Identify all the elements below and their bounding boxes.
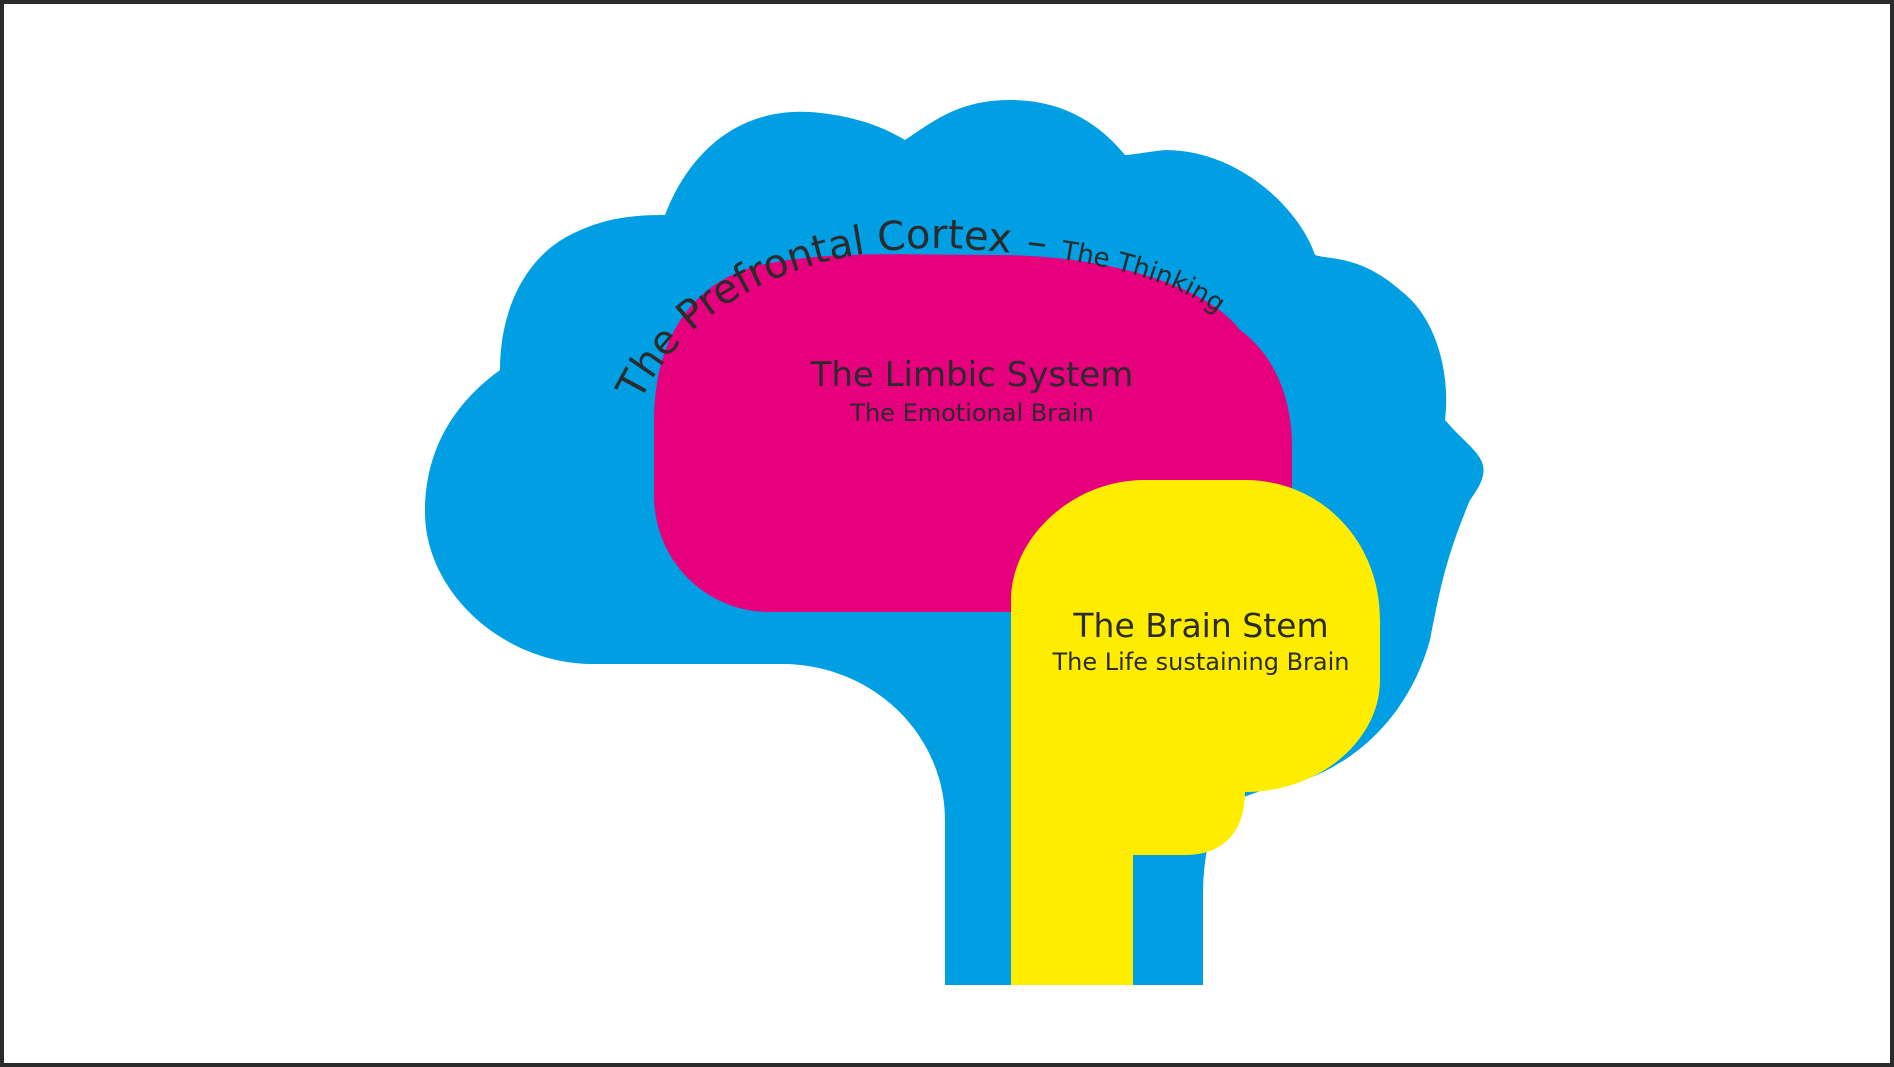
- brainstem-title: The Brain Stem: [1072, 606, 1328, 645]
- limbic-subtitle: The Emotional Brain: [849, 399, 1093, 427]
- brainstem-region: [1011, 480, 1380, 985]
- brainstem-subtitle: The Life sustaining Brain: [1051, 648, 1349, 676]
- limbic-title: The Limbic System: [810, 355, 1134, 395]
